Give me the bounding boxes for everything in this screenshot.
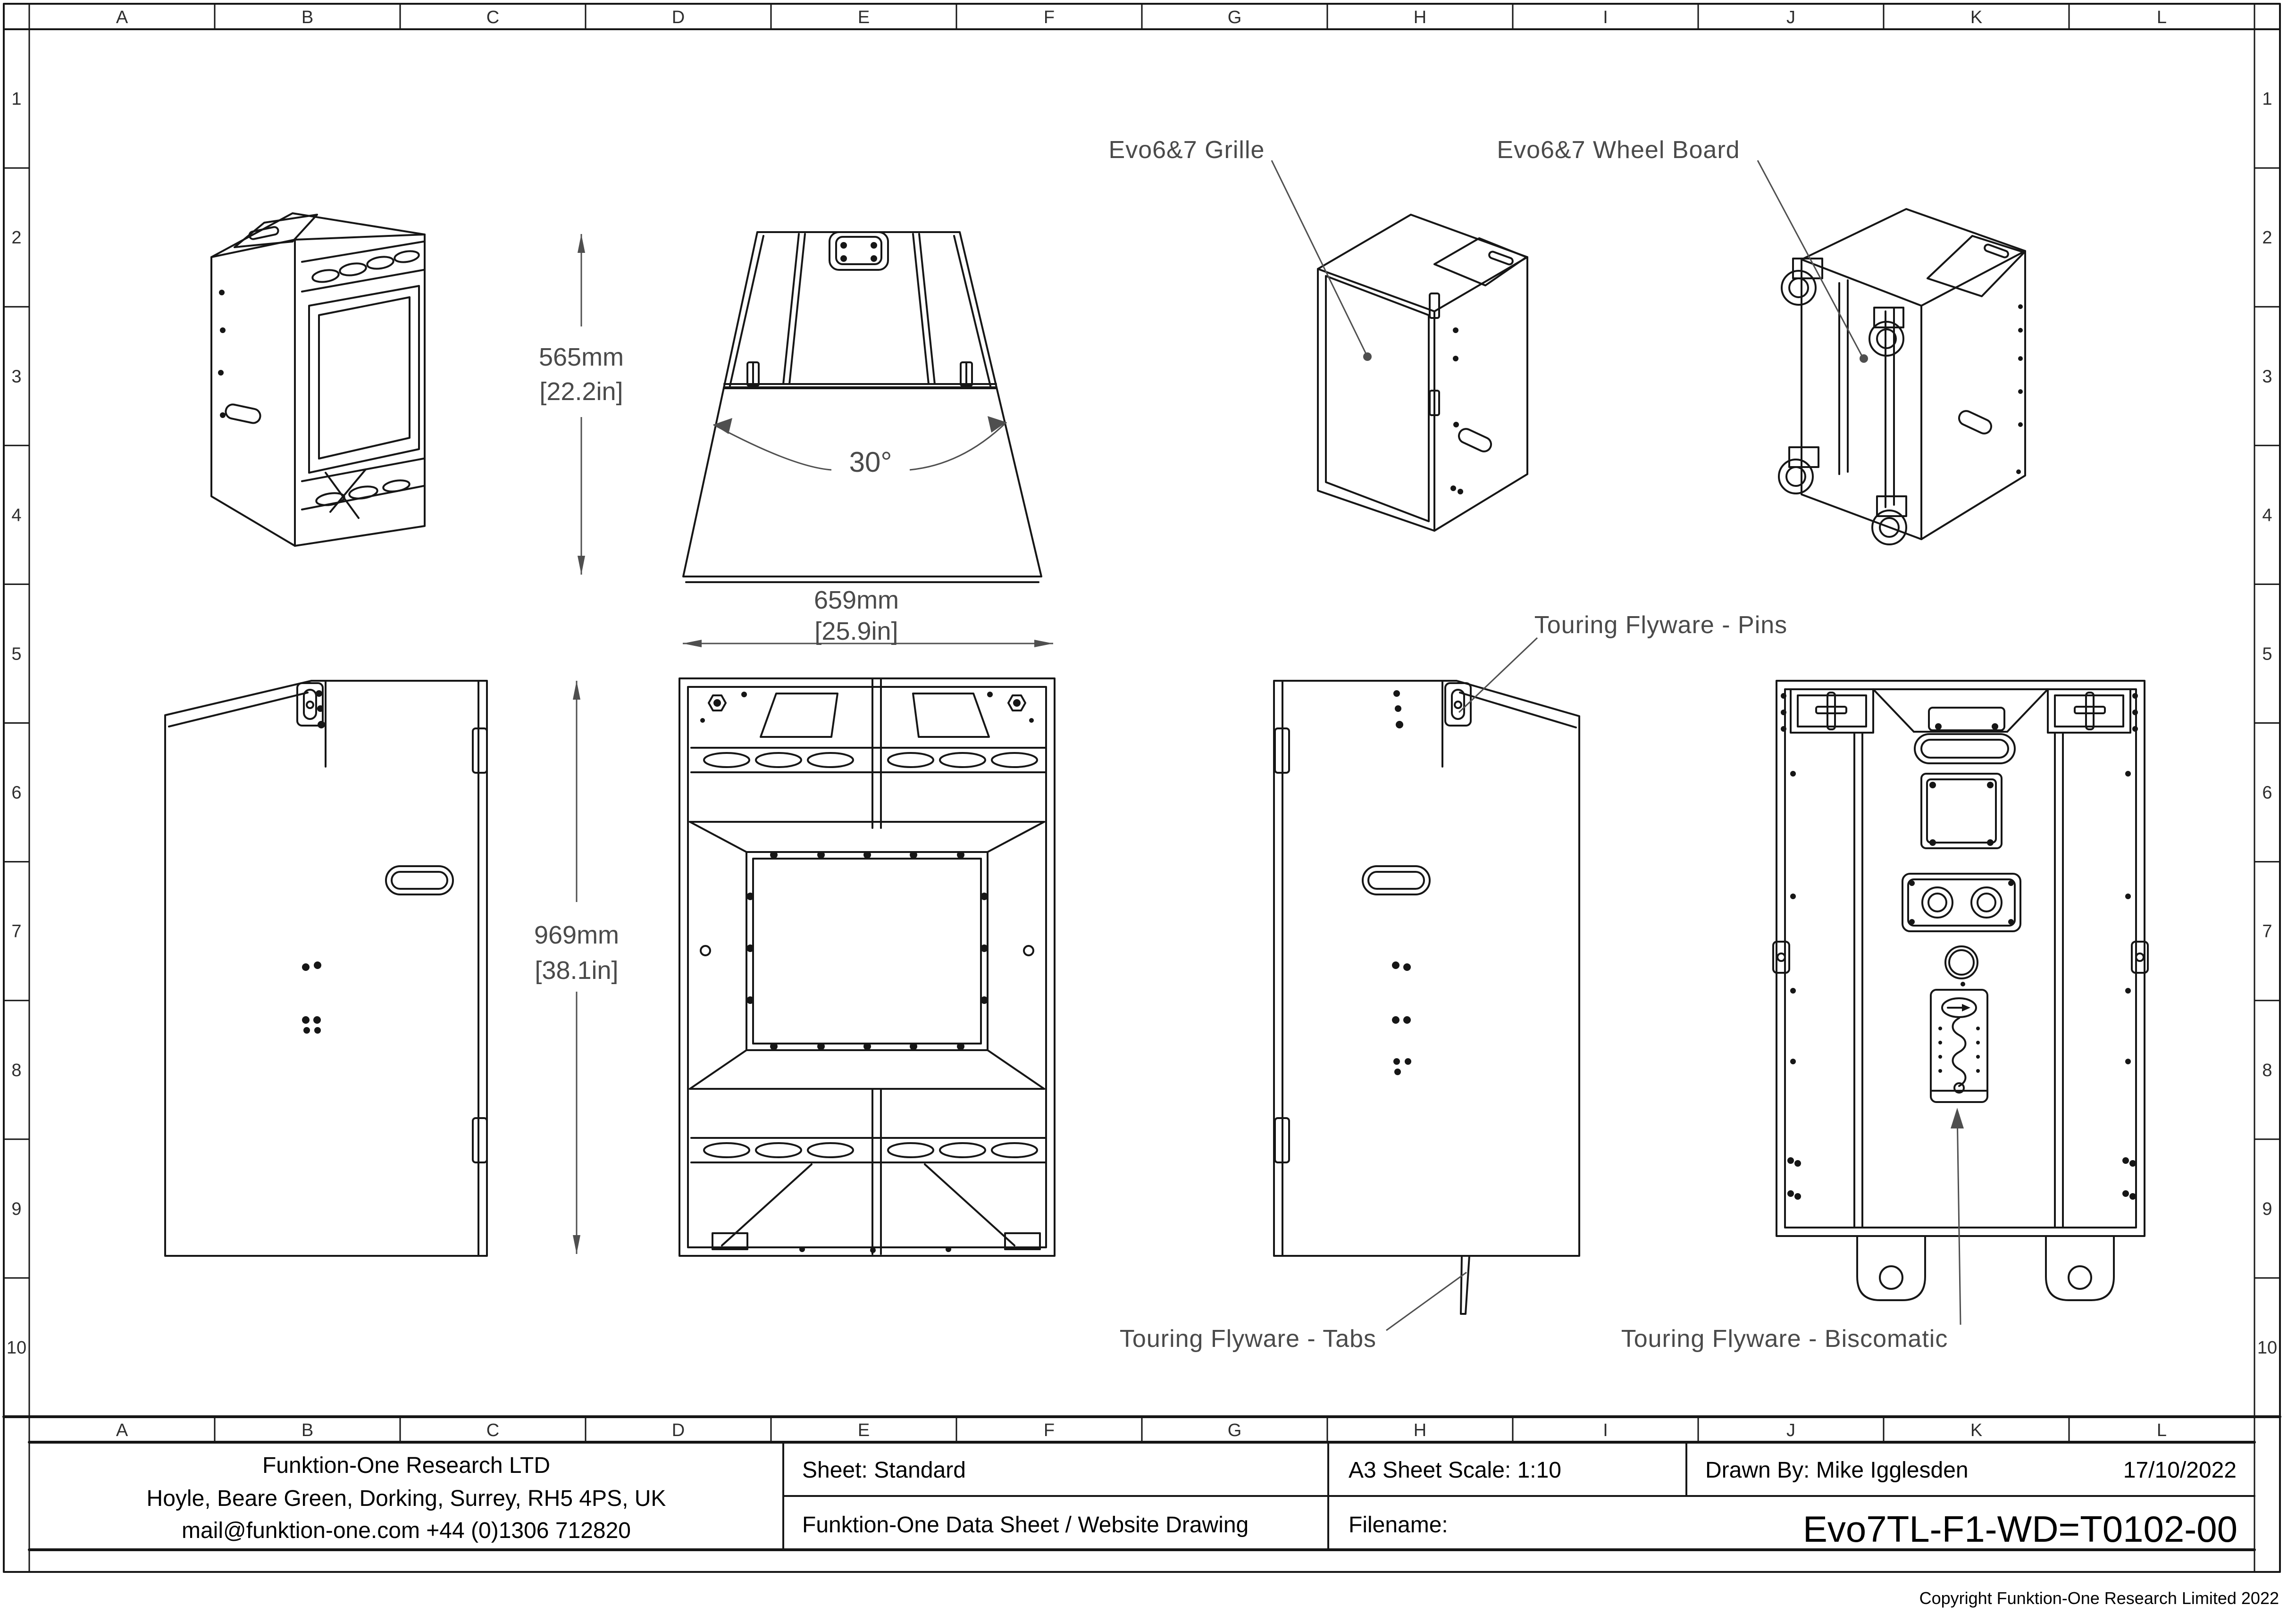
grid-ref-label: C [486, 8, 499, 27]
grid-ref-label: C [486, 1420, 499, 1440]
sheet-scale: A3 Sheet Scale: 1:10 [1349, 1458, 1561, 1483]
grid-ref-label: D [672, 8, 685, 27]
grid-ref-label: 3 [11, 367, 21, 386]
grid-ref-label: I [1603, 8, 1608, 27]
view-side-left [164, 680, 488, 1257]
grid-ref-label: H [1414, 8, 1426, 27]
view-rear-elevation [1772, 680, 2149, 1301]
grid-ref-label: G [1228, 1420, 1242, 1440]
grid-ref-label: 5 [2262, 644, 2272, 664]
grid-ref-label: 10 [7, 1338, 26, 1358]
view-iso-with-grille [1317, 214, 1528, 532]
title-block: Funktion-One Research LTD Hoyle, Beare G… [28, 1441, 2256, 1551]
grid-reference-labels: A A B B C C D D E E F F G G H H I I J J K K L L 1 1 2 2 3 3 4 4 5 5 6 6 7 7 8 8… [4, 4, 2280, 1442]
grid-ref-label: 5 [11, 644, 21, 664]
grid-ref-label: 8 [11, 1061, 21, 1080]
view-iso-wheel-board [1778, 208, 2026, 545]
view-side-right [1273, 680, 1580, 1315]
dimension-height-in: [38.1in] [535, 956, 618, 985]
drawn-by: Drawn By: Mike Igglesden [1705, 1458, 1969, 1483]
grid-ref-label: L [2157, 1420, 2167, 1440]
sheet-type: Sheet: Standard [802, 1458, 966, 1483]
view-iso-front-no-grille [210, 212, 426, 547]
grid-ref-label: 1 [2262, 89, 2272, 109]
grid-ref-label: E [858, 8, 870, 27]
grid-ref-label: 3 [2262, 367, 2272, 386]
grid-ref-label: A [116, 8, 128, 27]
dimension-height-mm: 969mm [534, 921, 619, 949]
company-name: Funktion-One Research LTD [262, 1453, 550, 1478]
grid-ref-label: J [1786, 1420, 1795, 1440]
label-flyware-tabs: Touring Flyware - Tabs [1120, 1325, 1376, 1353]
label-flyware-biscomatic: Touring Flyware - Biscomatic [1621, 1325, 1948, 1353]
label-wheel-board: Evo6&7 Wheel Board [1497, 136, 1740, 164]
grid-ref-label: 6 [11, 783, 21, 803]
biscomatic-plate [1930, 989, 1988, 1103]
grid-ref-label: A [116, 1420, 128, 1440]
flyware-tab-detail [1460, 1255, 1470, 1315]
dimensions: 565mm [22.2in] 30° 659mm [25.9in] 969mm … [534, 234, 1053, 1254]
grid-ref-label: 4 [11, 505, 21, 525]
grid-ref-label: E [858, 1420, 870, 1440]
drawing-filename: Evo7TL-F1-WD=T0102-00 [1803, 1508, 2237, 1550]
grid-ref-label: 2 [2262, 228, 2272, 248]
dimension-depth-mm: 565mm [539, 343, 624, 371]
label-grille: Evo6&7 Grille [1109, 136, 1265, 164]
drawing-date: 17/10/2022 [2123, 1458, 2237, 1483]
dimension-width-mm: 659mm [814, 586, 899, 614]
grid-ref-label: I [1603, 1420, 1608, 1440]
grid-ref-label: G [1228, 8, 1242, 27]
grid-ref-label: 8 [2262, 1061, 2272, 1080]
dimension-angle: 30° [849, 446, 892, 478]
grid-ref-label: J [1786, 8, 1795, 27]
document-type: Funktion-One Data Sheet / Website Drawin… [802, 1512, 1249, 1537]
grid-ref-label: B [302, 8, 313, 27]
filename-label: Filename: [1349, 1512, 1448, 1537]
grid-ref-label: 10 [2257, 1338, 2277, 1358]
grid-ref-label: 7 [11, 922, 21, 942]
grid-ref-label: K [1970, 1420, 1982, 1440]
view-top-plan [682, 231, 1042, 583]
dimension-width-in: [25.9in] [814, 617, 898, 645]
grid-ref-label: 9 [11, 1199, 21, 1219]
copyright-notice: Copyright Funktion-One Research Limited … [1919, 1588, 2279, 1608]
company-contact: mail@funktion-one.com +44 (0)1306 712820 [182, 1518, 631, 1543]
grid-ref-label: 9 [2262, 1199, 2272, 1219]
label-flyware-pins: Touring Flyware - Pins [1534, 611, 1787, 639]
grid-ref-label: H [1414, 1420, 1426, 1440]
grid-ref-label: D [672, 1420, 685, 1440]
view-front-elevation [679, 677, 1056, 1257]
grid-ref-label: 1 [11, 89, 21, 109]
grid-ref-label: F [1044, 1420, 1055, 1440]
grid-ref-label: F [1044, 8, 1055, 27]
company-address: Hoyle, Beare Green, Dorking, Surrey, RH5… [147, 1486, 666, 1511]
grid-ref-label: K [1970, 8, 1982, 27]
grid-ref-label: 4 [2262, 505, 2272, 525]
grid-ref-label: B [302, 1420, 313, 1440]
grid-ref-label: 6 [2262, 783, 2272, 803]
dimension-depth-in: [22.2in] [539, 377, 623, 406]
grid-ref-label: 2 [11, 228, 21, 248]
callout-annotations: Evo6&7 Grille Evo6&7 Wheel Board Touring… [1109, 136, 1964, 1353]
grid-ref-label: 7 [2262, 922, 2272, 942]
grid-ref-label: L [2157, 8, 2167, 27]
